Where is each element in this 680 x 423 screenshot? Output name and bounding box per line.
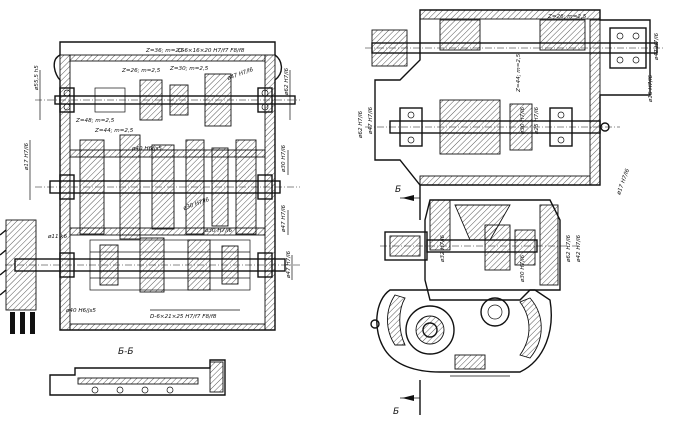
callout-rt-z26: Z=26; m=2,5 [547,14,587,20]
callout-d17: ø17 H7/l6 [24,142,30,171]
callout-rt-d16: ø16 H7/l6 [648,74,654,103]
callout-d62: ø62 H7/l6 [284,67,290,96]
callout-d47-top: ø47 H7/l6 [226,67,255,82]
callout-z36: Z=36; m=2,5 [145,48,185,54]
callout-z44: Z=44; m=2,5 [94,128,134,134]
callout-d47-bottom: ø47 H7/l6 [286,250,292,279]
callout-z30: Z=30; m=2,5 [169,66,209,72]
upper-shaft-section-view: Z=26; m=2,5 ø47 H7/l6 Z=44; m=2,5 ø62 H7… [358,9,665,197]
callout-z26: Z=26; m=2,5 [121,68,161,74]
callout-rb-d62: ø62 H7/l6 [566,234,572,263]
callout-rt-d30: ø30 H7/l6 [520,106,526,135]
gearbox-section-view: Z=36; m=2,5 D-6×16×20 H7/f7 F8/f8 Z=30; … [0,41,300,396]
housing-cross-section-view: Б Б ø32 H7/l6 ø62 H7/l6 ø42 H7/l6 ø30 H7… [370,185,582,417]
callout-d55: ø55,5 h5 [34,65,40,91]
callout-rt-d17: ø17 H7/l6 [616,168,631,197]
callout-spline-bottom: D-6×21×25 H7/f7 F8/f8 [150,314,217,320]
callout-d40-mid: ø40 H6/js5 [131,146,162,152]
callout-rt-d62: ø62 H7/l6 [358,110,364,139]
callout-z48: Z=48; m=2,5 [75,118,115,124]
callout-d30-bottom: ø30 H7/l6 [204,228,233,234]
callout-d11: ø11 k6 [47,234,68,240]
callout-rt-z44: Z=44; m=2,5 [516,53,522,93]
section-label: Б-Б [118,347,134,357]
callout-rb-d42: ø42 H7/l6 [576,234,582,263]
section-marker-bottom: Б [393,407,399,417]
callout-d47-mid: ø47 H7/l6 [281,204,287,233]
callout-rt-d47: ø47 H7/l6 [654,32,660,61]
callout-rt-d25: ø25 H7/l6 [534,106,540,135]
section-marker-top: Б [395,185,401,195]
callout-rb-d30: ø30 H7/l6 [520,254,526,283]
callout-d40-bottom: ø40 H6/js5 [65,308,96,314]
callout-rb-d32: ø32 H7/l6 [440,234,446,263]
callout-rt-d47b: ø47 H7/l6 [368,106,374,135]
callout-d30-right: ø30 H7/l6 [281,144,287,173]
callout-spline-top: D-6×16×20 H7/f7 F8/f8 [178,48,245,54]
